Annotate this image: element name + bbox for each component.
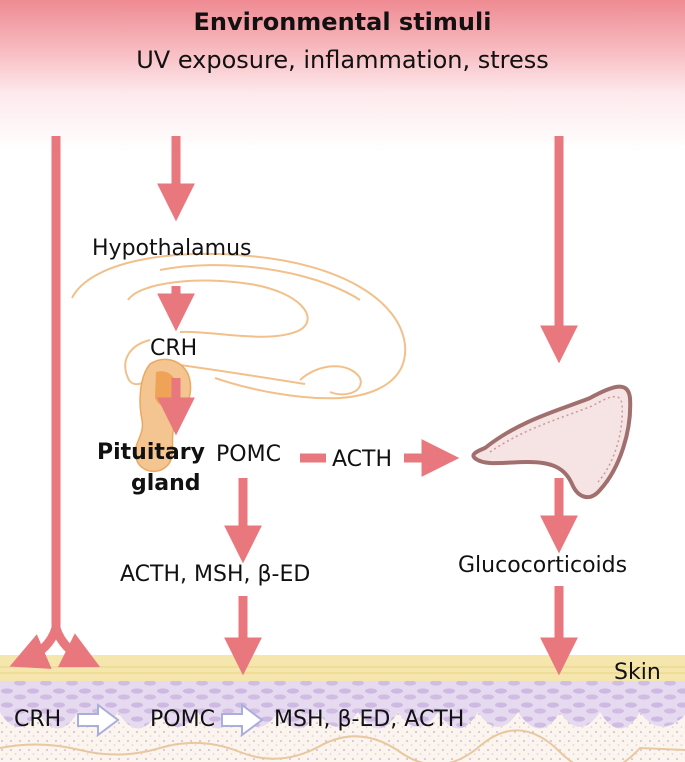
skin-products-label: MSH, β-ED, ACTH [274,707,465,732]
arrow-direct-to-skin-right [51,626,101,668]
brain-sketch [71,252,407,400]
page-subtitle: UV exposure, inflammation, stress [136,46,549,74]
hollow-arrow-pomc-to-products [221,703,264,737]
pituitary-label: Pituitary [97,440,205,465]
hypothalamus-label: Hypothalamus [92,236,252,261]
pituitary-products-label: ACTH, MSH, β-ED [120,562,311,587]
cerebellum-outline [299,365,362,396]
skin-crh-label: CRH [14,707,62,732]
brain-cortex-outline [71,252,407,400]
brain-inner-fold [159,264,361,301]
adrenal-gland-shape [471,384,633,500]
crh-label: CRH [150,336,198,361]
glucocorticoids-label: Glucocorticoids [458,553,628,578]
skin-pathway-arrows [77,703,264,737]
skin-surface [0,655,685,681]
header-fade [0,92,685,152]
skin-label: Skin [614,660,661,685]
gland-label: gland [131,471,201,496]
page-title: Environmental stimuli [193,8,492,36]
arrows [9,136,578,676]
dermis-line [0,729,685,762]
skin-pomc-label: POMC [150,707,215,732]
pomc-label: POMC [216,442,281,467]
hollow-arrow-crh-to-pomc [77,703,120,737]
header-banner [0,0,685,92]
corpus-callosum [127,279,309,338]
acth-label: ACTH [332,447,393,472]
pituitary-core [155,371,177,407]
brainstem-line [179,364,306,385]
adrenal-gland [471,384,633,500]
